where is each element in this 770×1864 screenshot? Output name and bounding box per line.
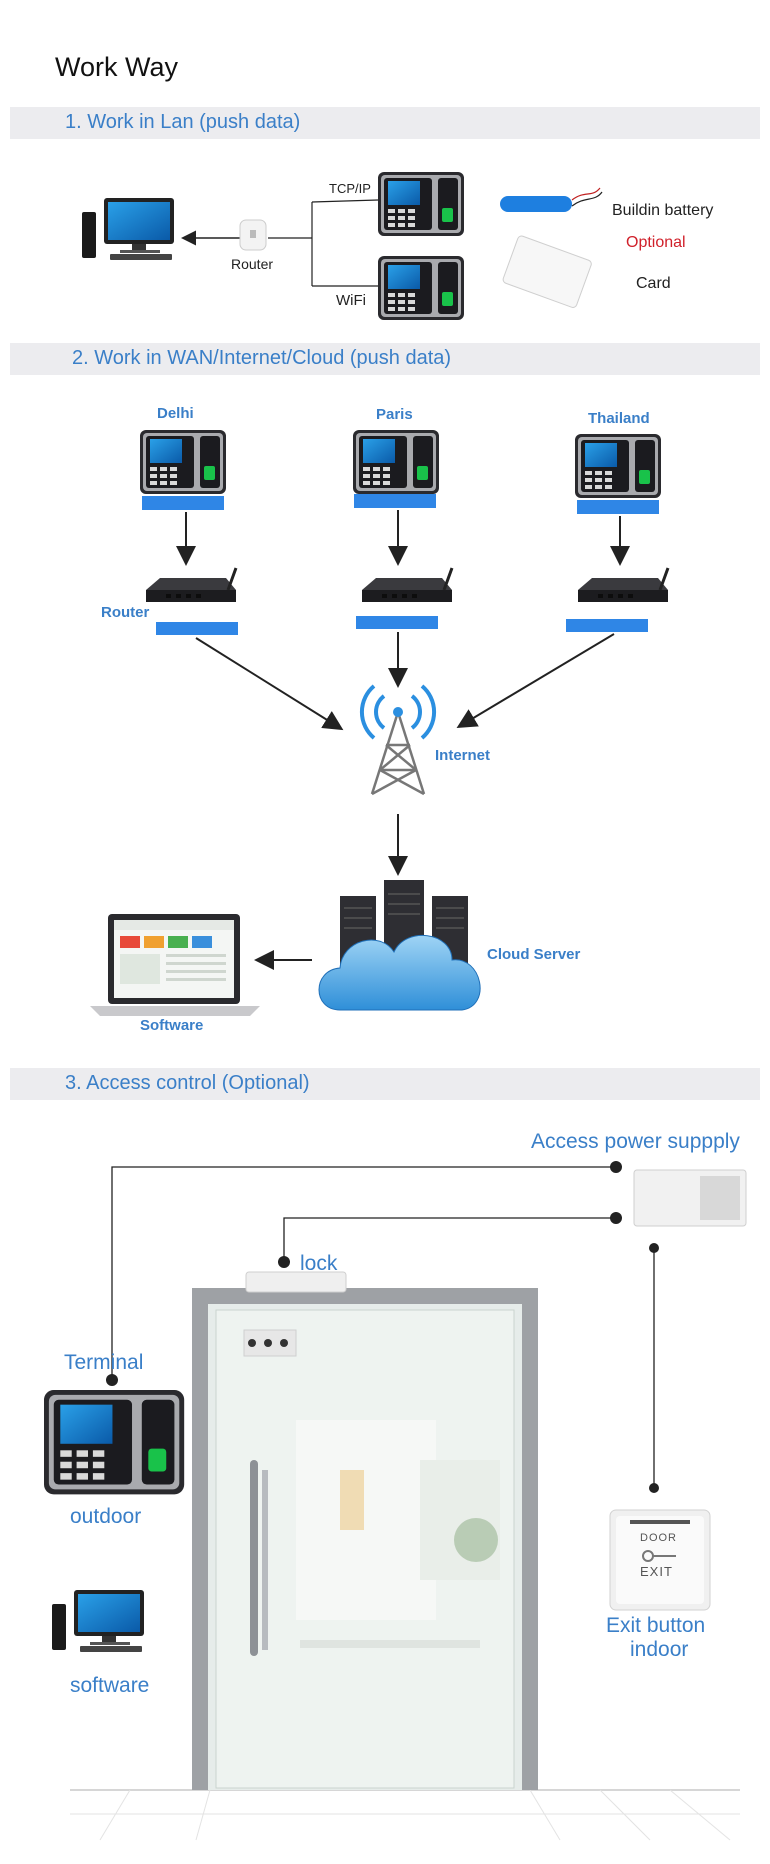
section-title: 1. Work in Lan (push data) (65, 111, 301, 133)
terminal-label: Terminal (64, 1351, 144, 1374)
exit-button-icon (609, 1509, 711, 1611)
router-label: Router (231, 256, 274, 272)
wifi-label: WiFi (336, 292, 366, 309)
router-icon (144, 566, 238, 604)
page-title: Work Way (55, 52, 179, 82)
exit-door-text: DOOR (640, 1532, 677, 1544)
terminal-icon (140, 430, 226, 494)
battery-icon (500, 196, 572, 212)
router-icon (576, 566, 670, 604)
router-icon (360, 566, 454, 604)
section-title: 2. Work in WAN/Internet/Cloud (push data… (72, 347, 452, 369)
lock-icon (245, 1271, 347, 1293)
computer-icon (52, 1590, 144, 1652)
indoor-label: indoor (630, 1638, 689, 1661)
power-supply-label: Access power suppply (531, 1130, 740, 1153)
section-title: 3. Access control (Optional) (65, 1072, 310, 1094)
terminal-icon (378, 256, 464, 320)
exit-button-label: Exit button (606, 1614, 706, 1637)
router-label: Router (101, 604, 150, 621)
card-label: Card (636, 275, 671, 292)
terminal-icon (575, 434, 661, 498)
section-header-access: 3. Access control (Optional) (10, 1068, 760, 1100)
city-label-thailand: Thailand (588, 410, 650, 427)
computer-icon (82, 198, 174, 260)
section-header-lan: 1. Work in Lan (push data) (10, 107, 760, 139)
section-header-wan: 2. Work in WAN/Internet/Cloud (push data… (10, 343, 760, 375)
optional-label: Optional (626, 234, 686, 251)
internet-tower-icon (370, 711, 426, 796)
laptop-icon (90, 914, 260, 1016)
cloud-server-icon (318, 880, 481, 1011)
internet-label: Internet (435, 747, 491, 764)
tcpip-label: TCP/IP (329, 181, 371, 196)
city-label-delhi: Delhi (157, 405, 194, 422)
terminal-icon (44, 1390, 185, 1495)
software-label: software (70, 1674, 150, 1697)
software-label: Software (140, 1017, 204, 1034)
battery-label: Buildin battery (612, 202, 714, 219)
city-label-paris: Paris (376, 406, 413, 423)
lock-label: lock (300, 1252, 338, 1275)
power-supply-icon (633, 1169, 747, 1227)
cloud-server-label: Cloud Server (487, 946, 581, 963)
card-icon (502, 235, 592, 308)
terminal-icon (353, 430, 439, 494)
exit-exit-text: EXIT (640, 1564, 673, 1579)
terminal-icon (378, 172, 464, 236)
outdoor-label: outdoor (70, 1505, 142, 1528)
